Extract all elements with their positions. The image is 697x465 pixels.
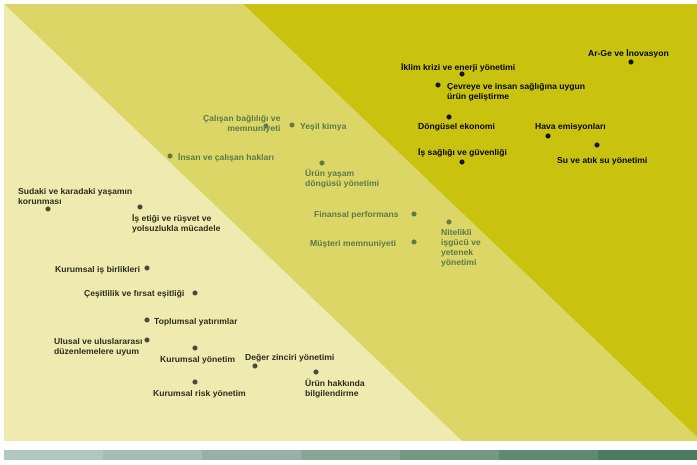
scale-bar-segment xyxy=(4,450,103,460)
dot-iklim xyxy=(459,71,465,77)
scale-bar-segment xyxy=(400,450,499,460)
label-kurumsal-risk: Kurumsal risk yönetim xyxy=(153,388,246,398)
scale-bar-segment xyxy=(103,450,202,460)
dot-ar-ge xyxy=(628,59,634,65)
dot-urun-hakkinda xyxy=(313,369,319,375)
dot-is-sagligi xyxy=(459,159,465,165)
dark-zone xyxy=(243,4,697,437)
dot-musteri xyxy=(411,239,417,245)
dot-toplumsal xyxy=(144,317,150,323)
dot-insan-calisan xyxy=(167,153,173,159)
scale-bar-segment xyxy=(499,450,598,460)
label-finansal: Finansal performans xyxy=(314,209,399,219)
dot-kurumsal-is xyxy=(144,265,150,271)
dot-nitelikli xyxy=(446,219,452,225)
label-ar-ge: Ar-Ge ve İnovasyon xyxy=(588,48,669,58)
dot-urun-yasam xyxy=(319,160,325,166)
dot-sudaki xyxy=(45,206,51,212)
dot-kurumsal-yonetim xyxy=(192,345,198,351)
dot-is-etigi xyxy=(137,204,143,210)
dot-kurumsal-risk xyxy=(192,379,198,385)
dot-su-atik xyxy=(594,142,600,148)
dot-finansal xyxy=(411,211,417,217)
scale-bar-segment xyxy=(598,450,697,460)
label-kurumsal-yonetim: Kurumsal yönetim xyxy=(160,354,235,364)
scale-bar-segment xyxy=(301,450,400,460)
dot-cesitlilik xyxy=(192,290,198,296)
label-cesitlilik: Çeşitlilik ve fırsat eşitliği xyxy=(84,288,185,298)
dot-yesil-kimya xyxy=(289,122,295,128)
label-iklim: İklim krizi ve enerji yönetimi xyxy=(401,62,516,72)
dot-cevreye xyxy=(435,82,441,88)
label-yesil-kimya: Yeşil kimya xyxy=(300,121,347,131)
label-dongusel: Döngüsel ekonomi xyxy=(418,121,495,131)
label-insan-calisan: İnsan ve çalışan hakları xyxy=(178,152,275,162)
label-hava: Hava emisyonları xyxy=(535,121,606,131)
dot-ulusal xyxy=(144,337,150,343)
label-su-atik: Su ve atık su yönetimi xyxy=(557,155,648,165)
label-toplumsal: Toplumsal yatırımlar xyxy=(154,316,238,326)
dot-deger-zinciri xyxy=(252,363,258,369)
label-kurumsal-is: Kurumsal iş birlikleri xyxy=(55,264,141,274)
dot-hava xyxy=(545,133,551,139)
scale-bar-segment xyxy=(202,450,301,460)
label-is-sagligi: İş sağlığı ve güvenliği xyxy=(418,147,507,157)
label-deger-zinciri: Değer zinciri yönetimi xyxy=(245,352,335,362)
dot-dongusel xyxy=(446,114,452,120)
dot-calisan-bagliligi xyxy=(263,123,269,129)
label-musteri: Müşteri memnuniyeti xyxy=(310,238,396,248)
middle-zone xyxy=(4,4,697,441)
